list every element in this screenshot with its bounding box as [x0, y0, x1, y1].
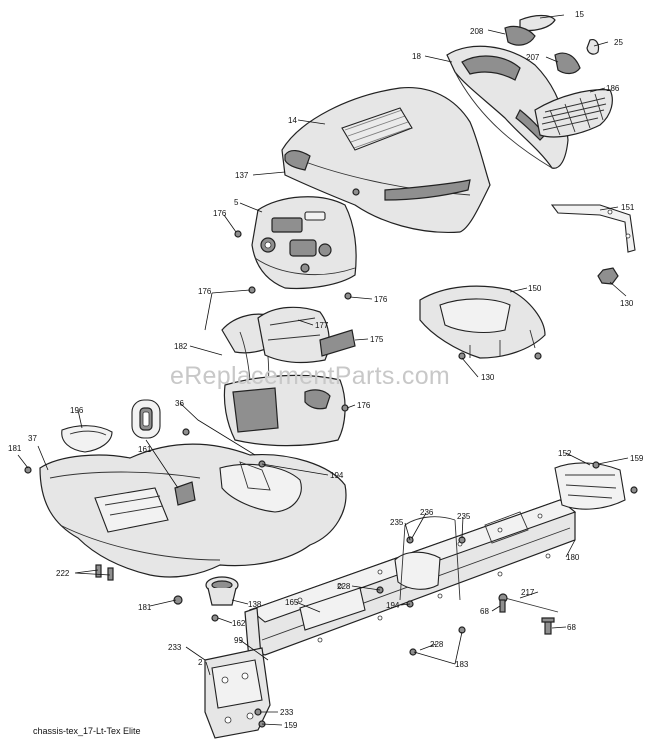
callout-181-a: 181	[8, 444, 22, 453]
callout-180: 180	[566, 553, 580, 562]
callout-235-b: 235	[457, 512, 471, 521]
headlight-lens-part	[519, 14, 556, 32]
leader-lines	[17, 14, 629, 726]
callout-161: 161	[138, 445, 152, 454]
callout-36: 36	[175, 399, 184, 408]
callout-68-b: 68	[567, 623, 576, 632]
callout-130-a: 130	[620, 299, 634, 308]
grab-bar-part	[399, 516, 461, 601]
callout-176-a: 176	[213, 209, 227, 218]
lower-dash-part	[223, 374, 346, 447]
callout-208: 208	[470, 27, 484, 36]
seat-switch-inset	[131, 399, 161, 439]
hood-part	[281, 86, 491, 234]
fender-insert-part	[61, 425, 113, 453]
callout-150: 150	[528, 284, 542, 293]
callout-2: 2	[198, 658, 203, 667]
battery-tray-part	[419, 285, 546, 359]
callout-15: 15	[575, 10, 584, 19]
front-grille-assembly	[446, 45, 569, 169]
hood-vent-slots	[341, 107, 413, 151]
front-bracket-part	[204, 647, 271, 739]
callout-196: 196	[70, 406, 84, 415]
hood-bracket-part	[550, 204, 636, 253]
callout-165: 165	[285, 598, 299, 607]
callout-151: 151	[621, 203, 635, 212]
callout-18: 18	[412, 52, 421, 61]
callout-236: 236	[420, 508, 434, 517]
hex-nut-part	[597, 267, 619, 285]
callout-14: 14	[288, 116, 297, 125]
callout-162: 162	[232, 619, 246, 628]
callout-194-a: 194	[330, 471, 344, 480]
callout-182: 182	[174, 342, 188, 351]
callout-37: 37	[28, 434, 37, 443]
callout-176-c: 176	[374, 295, 388, 304]
callout-176-b: 176	[198, 287, 212, 296]
callout-183: 183	[455, 660, 469, 669]
emblem-part	[586, 39, 600, 55]
bolt-68b-part	[499, 599, 506, 613]
callout-152: 152	[558, 449, 572, 458]
grille-insert-part	[554, 52, 581, 75]
cup-holder-part	[205, 576, 239, 606]
callout-228-a: 228	[337, 582, 351, 591]
callout-175: 175	[370, 335, 384, 344]
rear-hitch-plate	[554, 462, 626, 510]
callout-159-b: 159	[284, 721, 298, 730]
callout-235-a: 235	[390, 518, 404, 527]
headlight-bulb-part	[504, 25, 536, 46]
callout-233-b: 233	[280, 708, 294, 717]
callout-labels: 15 208 25 18 207 186 14 137 5 176 151 17…	[8, 10, 644, 730]
seat-switch-part	[174, 481, 196, 506]
callout-130-b: 130	[481, 373, 495, 382]
dash-panel-part	[251, 196, 357, 290]
callout-68-a: 68	[480, 607, 489, 616]
callout-137: 137	[235, 171, 249, 180]
callout-181-b: 181	[138, 603, 152, 612]
callout-159-a: 159	[630, 454, 644, 463]
callout-222: 222	[56, 569, 70, 578]
fastener-set	[24, 188, 638, 728]
callout-233-a: 233	[168, 643, 182, 652]
callout-186: 186	[606, 84, 620, 93]
grille-mesh-part	[534, 89, 613, 138]
bolt-68-part	[541, 617, 555, 635]
callout-177: 177	[315, 321, 329, 330]
callout-217: 217	[521, 588, 535, 597]
cable-bracket-part	[319, 329, 356, 357]
diagram-footer-label: chassis-tex_17-Lt-Tex Elite	[33, 726, 141, 736]
callout-207: 207	[526, 53, 540, 62]
steering-support-part	[257, 306, 330, 364]
callout-176-d: 176	[357, 401, 371, 410]
callout-194-b: 194	[386, 601, 400, 610]
callout-228-b: 228	[430, 640, 444, 649]
watermark-text: eReplacementParts.com	[170, 362, 451, 390]
frame-panel-part	[299, 587, 366, 631]
callout-138: 138	[248, 600, 262, 609]
callout-99: 99	[234, 636, 243, 645]
callout-5: 5	[234, 198, 239, 207]
callout-25: 25	[614, 38, 623, 47]
fender-deck-part	[39, 443, 347, 578]
